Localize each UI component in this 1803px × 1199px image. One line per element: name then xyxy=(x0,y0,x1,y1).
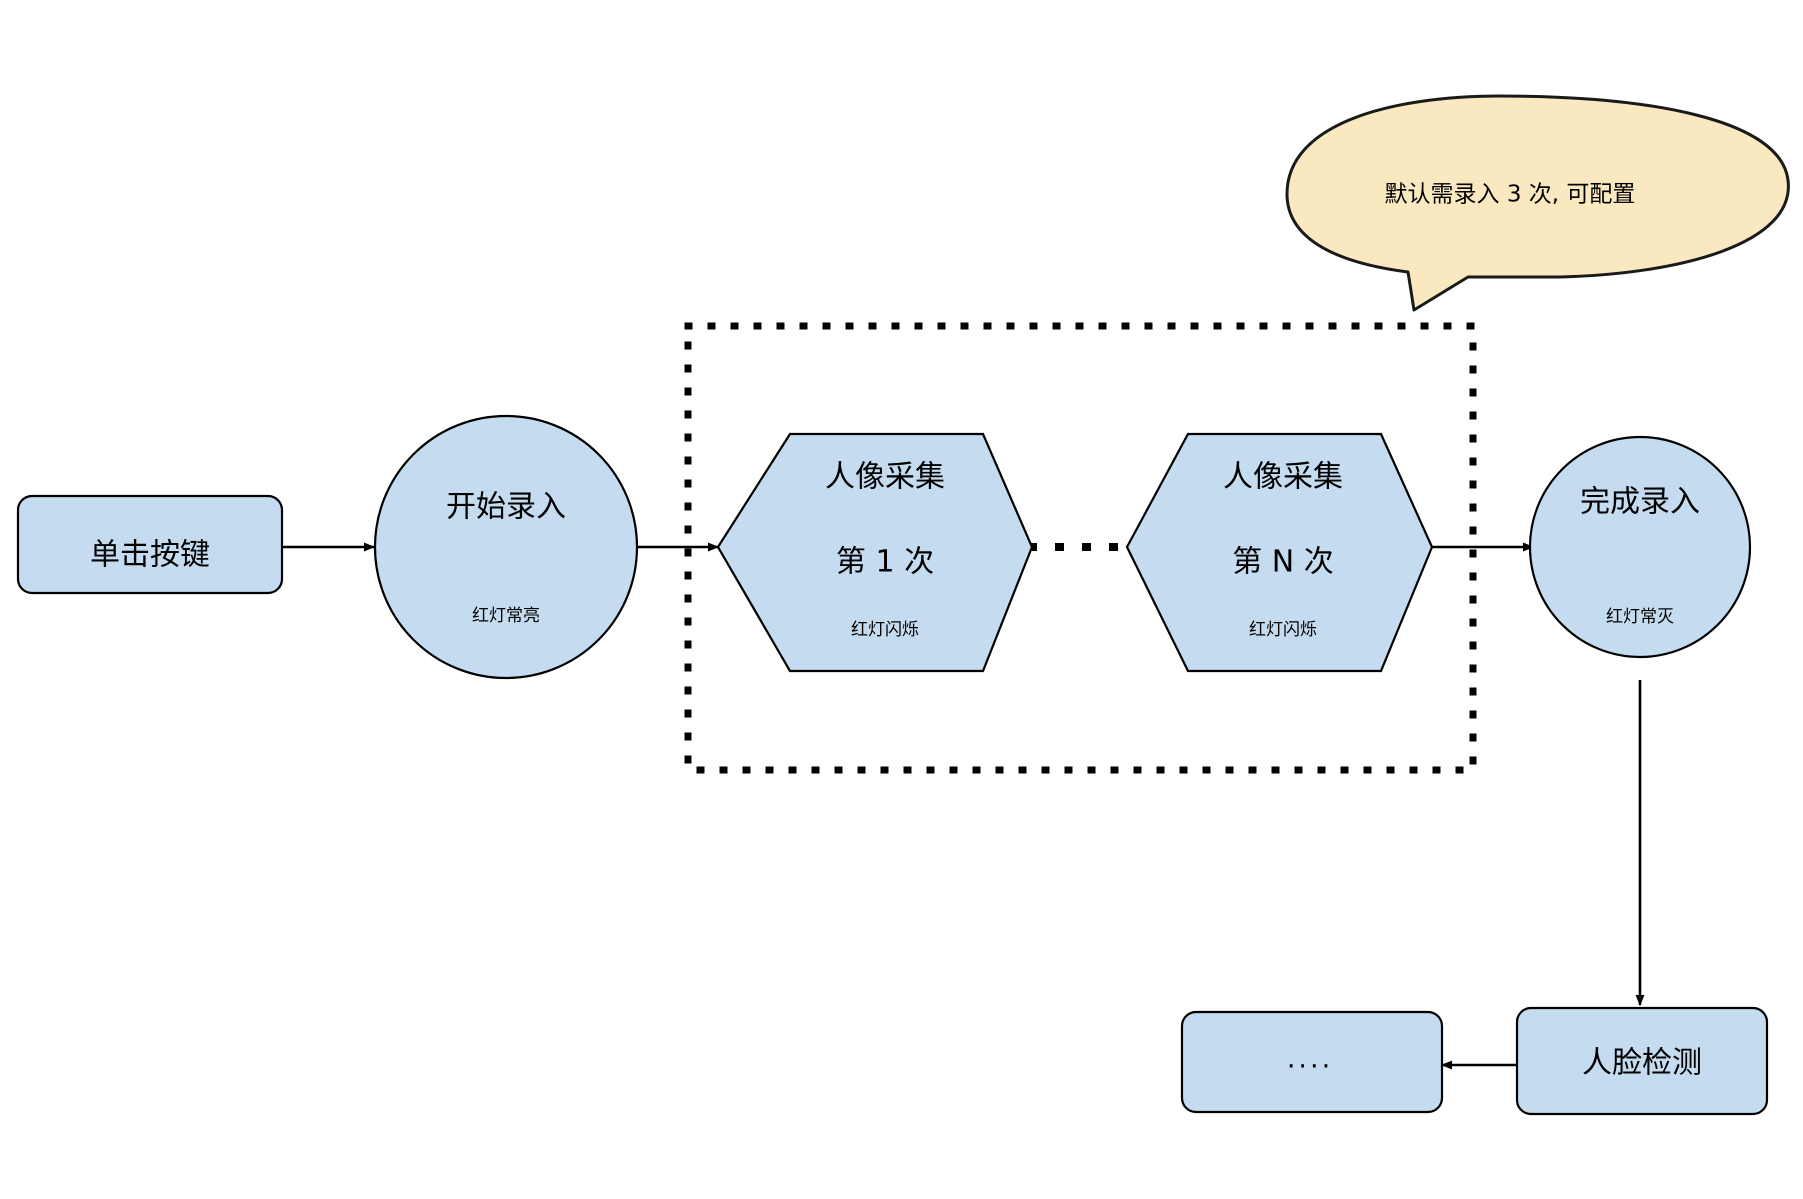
node-capture-nth-label-line2: 第 N 次 xyxy=(1232,545,1334,580)
node-face-detect[interactable] xyxy=(1515,1006,1769,1116)
node-more-steps[interactable] xyxy=(1180,1010,1444,1114)
node-capture-nth-label-line1: 人像采集 xyxy=(1223,460,1343,495)
node-finish-enroll-sublabel: 红灯常灭 xyxy=(1606,607,1674,627)
node-capture-first-sublabel: 红灯闪烁 xyxy=(851,620,919,640)
annotation-bubble-text: 默认需录入 3 次, 可配置 xyxy=(1385,182,1636,208)
node-capture-nth[interactable] xyxy=(1125,432,1434,673)
loop-group-box xyxy=(684,322,1477,774)
node-start-enroll-sublabel: 红灯常亮 xyxy=(472,606,540,626)
node-start-enroll-label: 开始录入 xyxy=(446,490,566,525)
node-face-detect-label: 人脸检测 xyxy=(1582,1046,1702,1081)
annotation-bubble xyxy=(1285,94,1790,312)
node-start-enroll[interactable] xyxy=(373,414,639,680)
node-finish-enroll-label: 完成录入 xyxy=(1580,485,1700,520)
node-capture-first[interactable] xyxy=(716,432,1034,673)
node-capture-nth-sublabel: 红灯闪烁 xyxy=(1249,620,1317,640)
node-capture-first-label-line1: 人像采集 xyxy=(825,460,945,495)
node-more-steps-label: .... xyxy=(1287,1044,1333,1075)
node-click-button[interactable] xyxy=(16,494,284,595)
node-click-button-label: 单击按键 xyxy=(90,538,210,573)
node-capture-first-label-line2: 第 1 次 xyxy=(836,545,934,580)
node-finish-enroll[interactable] xyxy=(1528,435,1752,659)
